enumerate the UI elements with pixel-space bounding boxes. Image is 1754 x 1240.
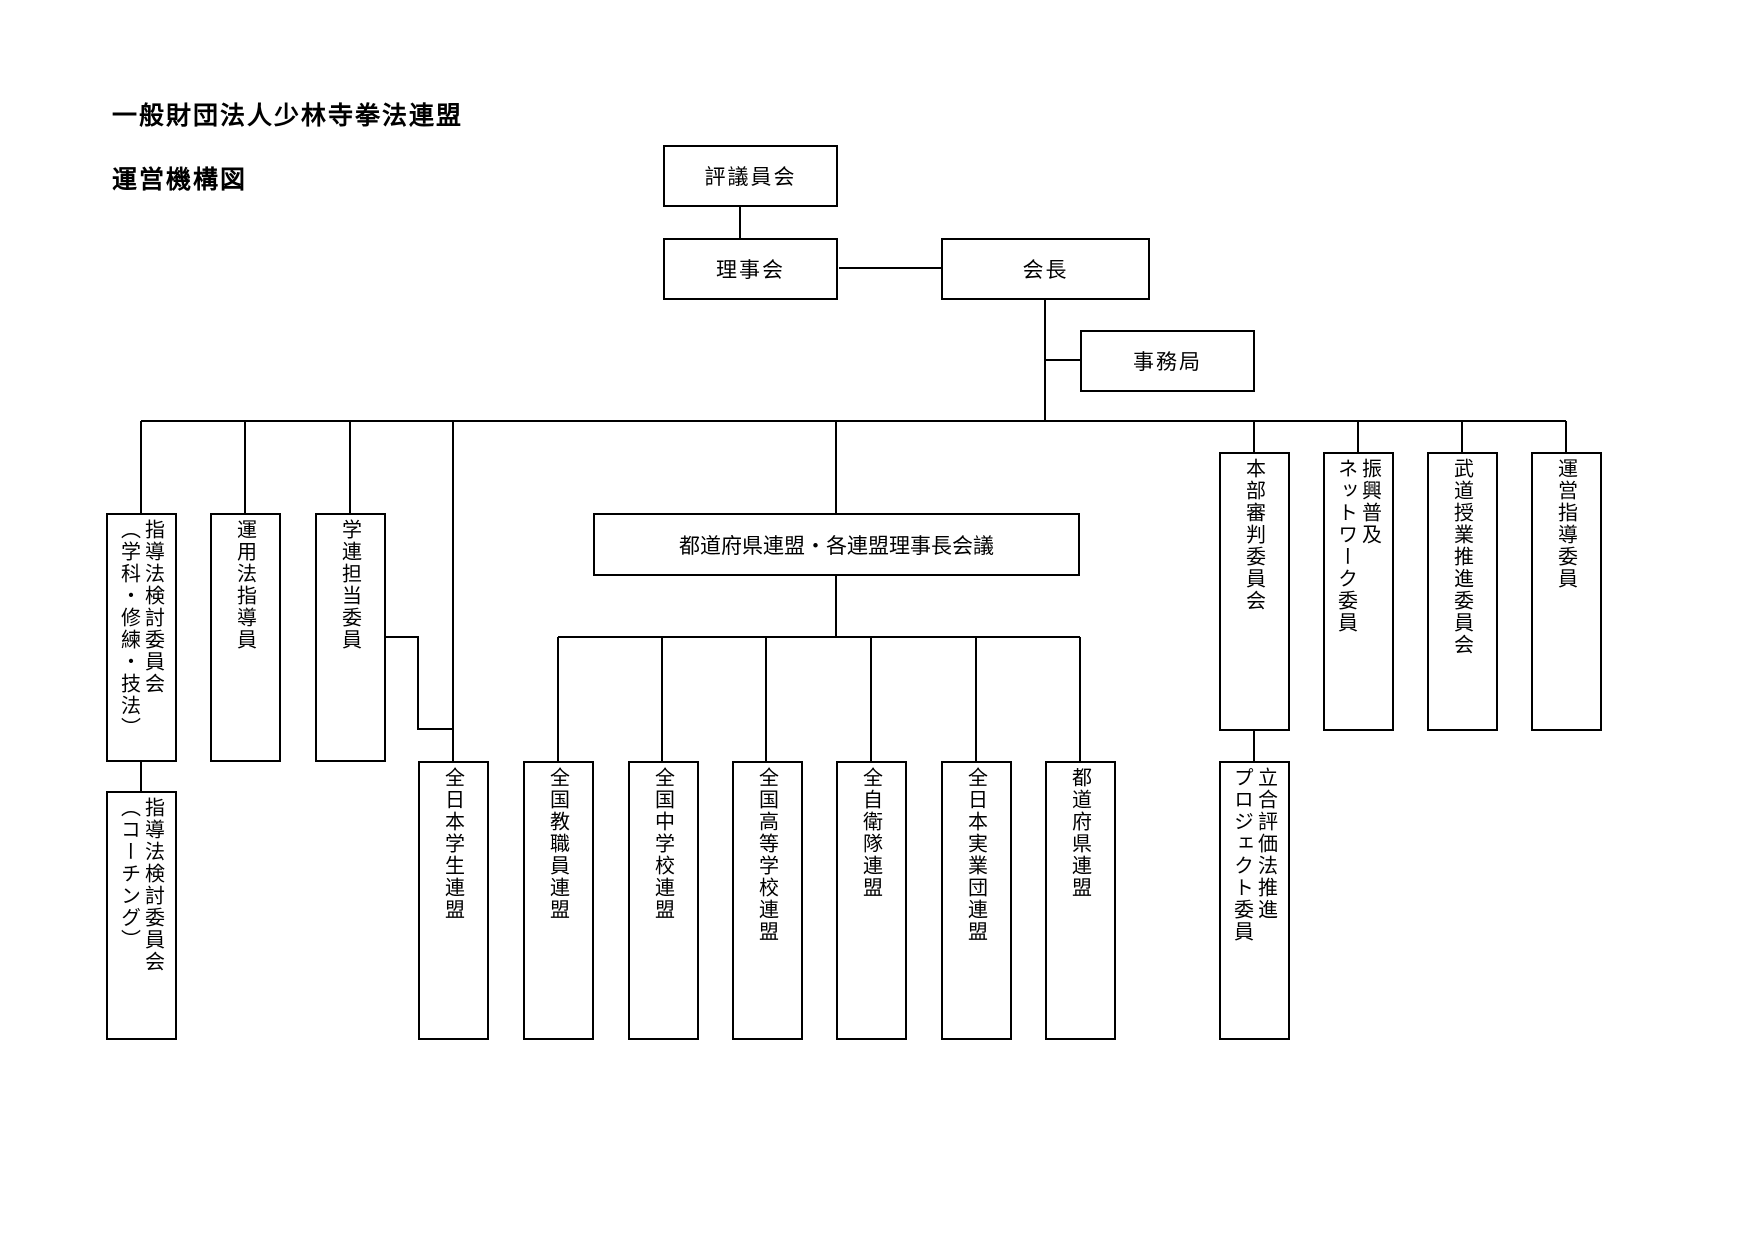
curriculum-committee-box: 指導法検討委員会 （学科・修練・技法）	[106, 513, 177, 762]
evaluation-project-box: 立合評価法推進 プロジェクト委員	[1219, 761, 1290, 1040]
junior-high-federation-box: 全国中学校連盟	[628, 761, 699, 1040]
management-instructor-label: 運営指導委員	[1554, 458, 1579, 590]
junior-high-federation-label: 全国中学校連盟	[651, 767, 676, 921]
management-instructor-box: 運営指導委員	[1531, 452, 1602, 731]
student-federation-box: 全日本学生連盟	[418, 761, 489, 1040]
promotion-network-box: 振興普及 ネットワーク委員	[1323, 452, 1394, 731]
president-box: 会長	[941, 238, 1150, 300]
student-federation-label: 全日本学生連盟	[441, 767, 466, 921]
student-liaison-box: 学連担当委員	[315, 513, 386, 762]
chart-subtitle: 運営機構図	[112, 165, 248, 194]
high-school-federation-box: 全国高等学校連盟	[732, 761, 803, 1040]
chairmen-meeting-box: 都道府県連盟・各連盟理事長会議	[593, 513, 1080, 576]
budo-class-committee-box: 武道授業推進委員会	[1427, 452, 1498, 731]
prefectural-federation-box: 都道府県連盟	[1045, 761, 1116, 1040]
corporate-federation-box: 全日本実業団連盟	[941, 761, 1012, 1040]
coaching-committee-label: 指導法検討委員会 （コーチング）	[117, 797, 166, 973]
referee-committee-box: 本部審判委員会	[1219, 452, 1290, 731]
president-label: 会長	[1022, 258, 1069, 282]
organization-name: 一般財団法人少林寺拳法連盟	[112, 101, 464, 130]
self-defense-federation-label: 全自衛隊連盟	[859, 767, 884, 899]
evaluation-project-label: 立合評価法推進 プロジェクト委員	[1230, 767, 1279, 943]
corporate-federation-label: 全日本実業団連盟	[964, 767, 989, 943]
secretariat-label: 事務局	[1133, 350, 1202, 374]
application-instructor-box: 運用法指導員	[210, 513, 281, 762]
application-instructor-label: 運用法指導員	[233, 519, 258, 651]
teachers-federation-label: 全国教職員連盟	[546, 767, 571, 921]
chairmen-meeting-label: 都道府県連盟・各連盟理事長会議	[679, 533, 994, 558]
council-label: 評議員会	[704, 165, 797, 189]
curriculum-committee-label: 指導法検討委員会 （学科・修練・技法）	[117, 519, 166, 739]
board-label: 理事会	[716, 258, 785, 282]
student-liaison-label: 学連担当委員	[338, 519, 363, 651]
council-box: 評議員会	[663, 145, 838, 207]
referee-committee-label: 本部審判委員会	[1242, 458, 1267, 612]
promotion-network-label: 振興普及 ネットワーク委員	[1334, 458, 1383, 634]
secretariat-box: 事務局	[1080, 330, 1255, 392]
coaching-committee-box: 指導法検討委員会 （コーチング）	[106, 791, 177, 1040]
high-school-federation-label: 全国高等学校連盟	[755, 767, 780, 943]
board-box: 理事会	[663, 238, 838, 300]
budo-class-committee-label: 武道授業推進委員会	[1450, 458, 1475, 656]
self-defense-federation-box: 全自衛隊連盟	[836, 761, 907, 1040]
teachers-federation-box: 全国教職員連盟	[523, 761, 594, 1040]
prefectural-federation-label: 都道府県連盟	[1068, 767, 1093, 899]
